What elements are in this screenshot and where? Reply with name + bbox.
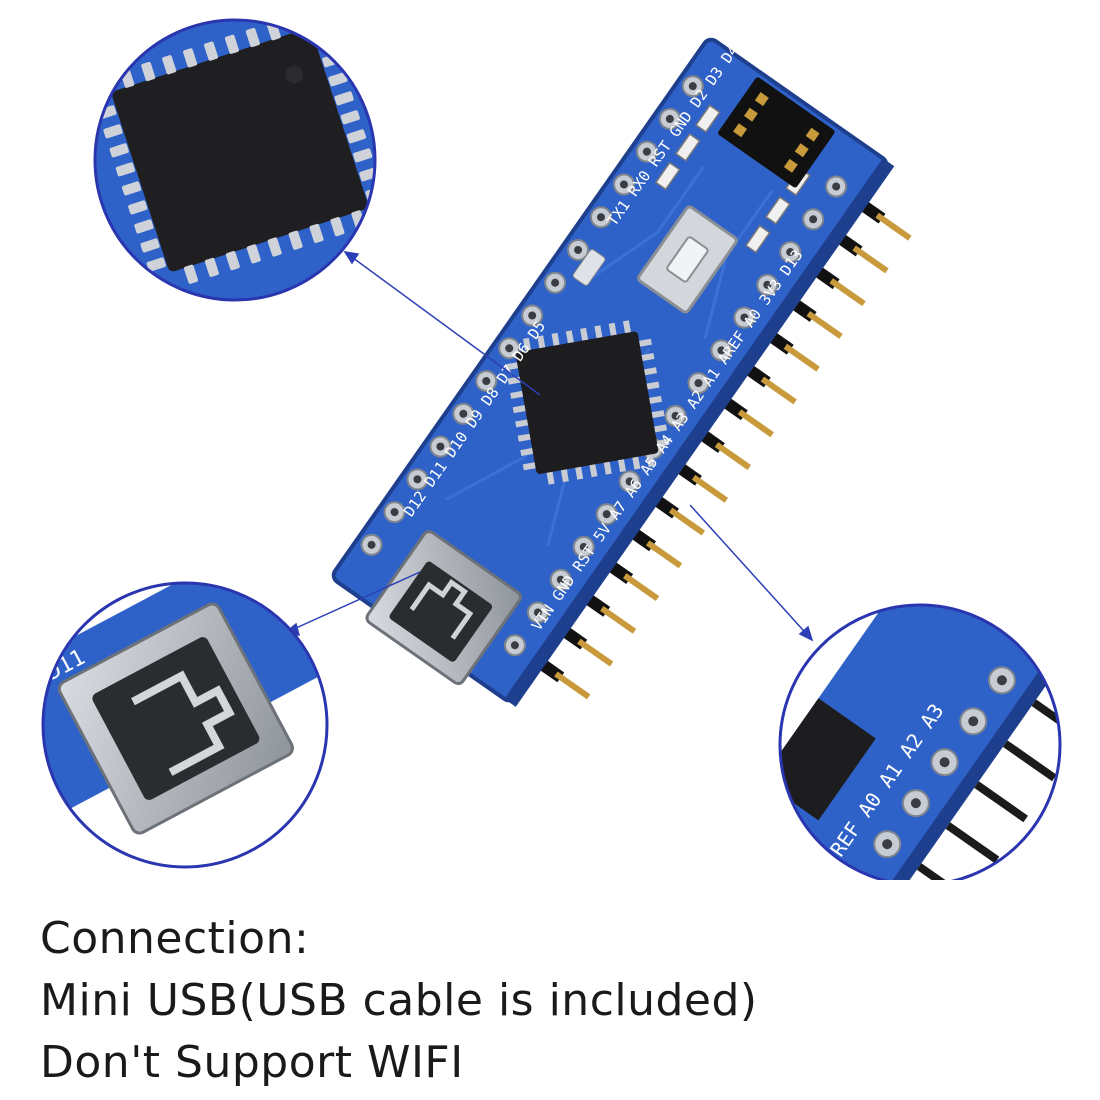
mini-usb-port (365, 530, 522, 686)
caption-line-3: Don't Support WIFI (40, 1037, 464, 1088)
nano-board: TX1 RX0 RST GND D2 D3 D4 VIN GND RST 5V … (331, 37, 912, 707)
reset-button (637, 205, 738, 314)
icsp-header (718, 77, 835, 188)
zoom-pins-circle: AREF A0 A1 A2 A3 (778, 603, 1062, 880)
zoom-usb-circle: D12 D11 (41, 581, 329, 869)
caption: Connection: Mini USB(USB cable is includ… (40, 908, 1080, 1094)
crystal (572, 249, 606, 286)
caption-line-2: Mini USB(USB cable is included) (40, 975, 758, 1026)
product-scene: TX1 RX0 RST GND D2 D3 D4 VIN GND RST 5V … (41, 18, 1062, 880)
microcontroller-chip (505, 320, 670, 485)
caption-line-1: Connection: (40, 913, 310, 964)
pad-row-top (360, 75, 704, 556)
callout-lines (283, 251, 814, 642)
zoom-chip-circle (93, 18, 377, 302)
